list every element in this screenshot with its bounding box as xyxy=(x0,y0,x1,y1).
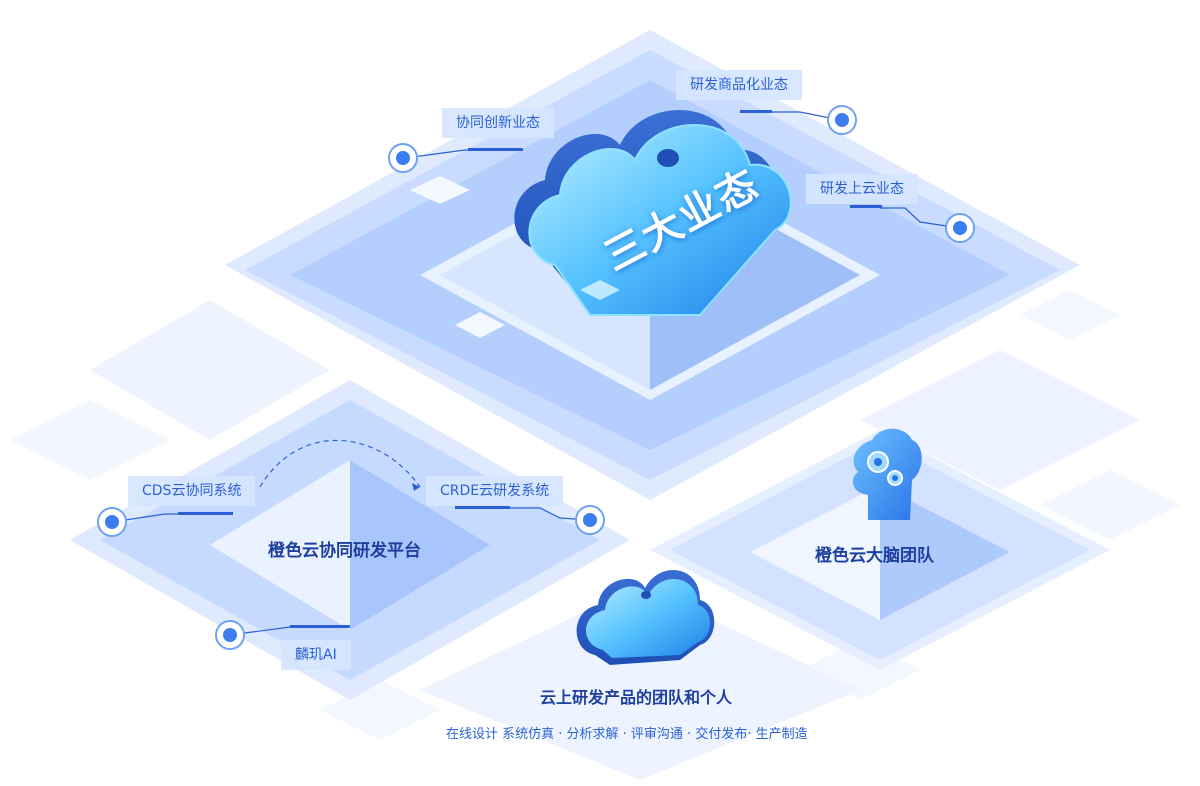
right-platform-tile xyxy=(650,430,1110,670)
tag-collaborative-innovation: 协同创新业态 xyxy=(442,108,554,138)
brain-team-icon xyxy=(852,428,922,520)
bottom-activities: 在线设计 系统仿真 · 分析求解 · 评审沟通 · 交付发布· 生产制造 xyxy=(446,727,808,742)
bottom-title: 云上研发产品的团队和个人 xyxy=(540,688,733,707)
main-cloud xyxy=(514,110,792,316)
right-platform-name: 橙色云大脑团队 xyxy=(815,546,934,566)
bottom-platform-tile xyxy=(420,585,860,780)
tag-cloud-rd: 研发上云业态 xyxy=(806,174,918,204)
tag-crde: CRDE云研发系统 xyxy=(426,476,564,506)
tag-ai: 麟玑AI xyxy=(281,640,351,670)
left-platform-name: 橙色云协同研发平台 xyxy=(268,541,421,561)
tag-commercialization: 研发商品化业态 xyxy=(676,70,802,100)
left-platform-tile xyxy=(70,380,630,700)
accent-bars xyxy=(178,110,882,628)
small-cloud xyxy=(576,569,715,665)
tag-cds: CDS云协同系统 xyxy=(128,476,256,506)
arrow-head xyxy=(412,483,420,491)
node-circles xyxy=(97,105,975,650)
